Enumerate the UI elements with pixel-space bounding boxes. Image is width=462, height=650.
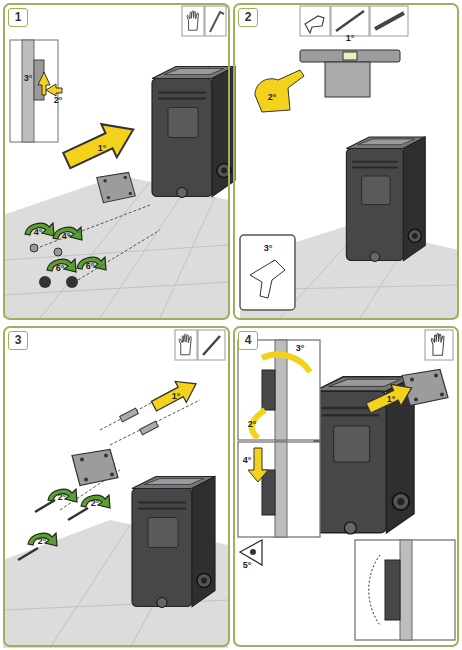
callout-number: 4° <box>243 455 252 465</box>
callout-number: 1° <box>387 394 396 404</box>
panel-two-art <box>240 6 459 318</box>
callout-number: 2° <box>58 492 67 502</box>
callout-number: 1° <box>346 33 355 43</box>
panel-one-art <box>3 6 235 318</box>
panel-three-art <box>3 330 228 648</box>
step-panel: 3 <box>3 326 230 647</box>
callout-number: 2° <box>38 536 47 546</box>
callout-number: 2° <box>91 498 100 508</box>
step-panel: 1 <box>3 3 230 320</box>
callout-number: 3° <box>264 243 273 253</box>
callout-number: 2° <box>54 95 63 105</box>
step-panel: 2 <box>233 3 459 320</box>
callout-number: 4° <box>34 227 43 237</box>
callout-number: 1° <box>98 143 107 153</box>
callout-number: 1° <box>172 391 181 401</box>
step-number: 1 <box>8 8 28 27</box>
callout-number: 6° <box>56 263 65 273</box>
step-number: 3 <box>8 331 28 350</box>
callout-number: 2° <box>268 92 277 102</box>
callout-number: 3° <box>24 73 33 83</box>
callout-number: 3° <box>296 343 305 353</box>
callout-number: 6° <box>86 261 95 271</box>
step-panel: 4 <box>233 326 459 647</box>
callout-number: 4° <box>62 231 71 241</box>
step-number: 2 <box>238 8 258 27</box>
step-number: 4 <box>238 331 258 350</box>
panel-four-art <box>238 330 455 640</box>
callout-number: 5° <box>243 560 252 570</box>
callout-number: 2° <box>248 419 257 429</box>
